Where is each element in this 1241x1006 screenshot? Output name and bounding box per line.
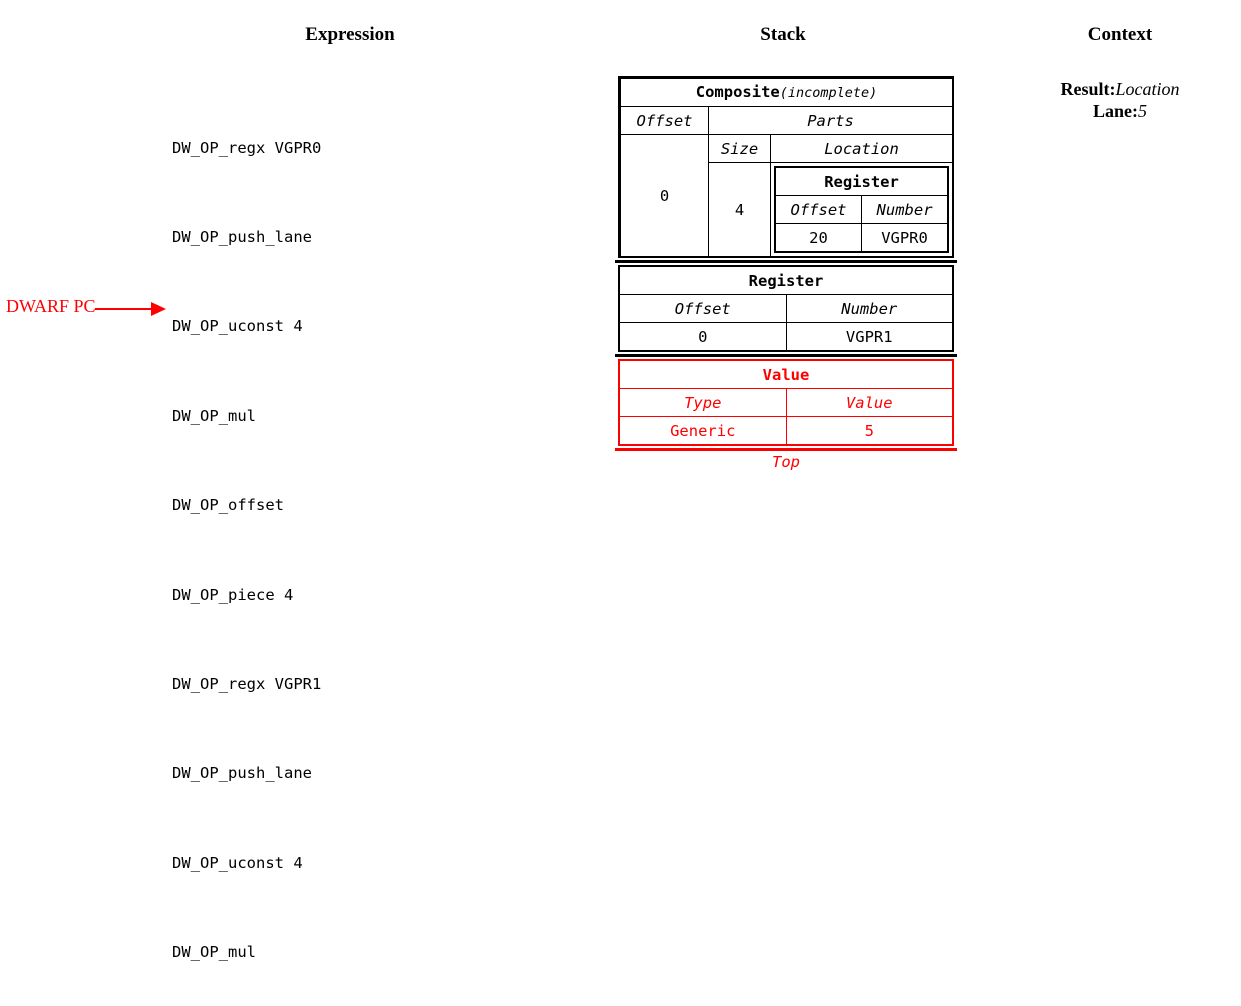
expression-line: DW_OP_piece 4 [172,585,294,604]
context-result-row: Result:Location [1008,78,1232,100]
page-title-context: Context [1087,24,1153,45]
value-type-header: Type [620,388,787,417]
dwarf-pc-pointer: DWARF PC [6,296,174,322]
nested-register-offset-value: 20 [776,223,863,251]
composite-offset-header: Offset [620,106,709,135]
stack-column: Composite(incomplete) Offset Parts 0 Siz… [615,76,957,471]
composite-offset-value: 0 [620,134,709,256]
nested-register-box: Register Offset Number 20 VGPR0 [774,166,950,253]
expression-line: DW_OP_offset [172,496,284,515]
nested-register-number-header: Number [861,195,948,224]
composite-parts-header: Parts [707,106,954,135]
stack-separator [615,354,957,357]
value-value-header: Value [785,388,952,417]
expression-line: DW_OP_mul [172,406,256,425]
arrow-head-icon [151,302,166,316]
expression-list: DW_OP_regx VGPR0 DW_OP_push_lane DW_OP_u… [172,74,321,1006]
composite-part-size: 4 [708,162,771,256]
expression-line: DW_OP_push_lane [172,227,312,246]
composite-title-suffix: (incomplete) [779,85,878,101]
context-lane-key: Lane: [1093,101,1138,121]
context-lane-row: Lane:5 [1008,100,1232,122]
value-type-value: Generic [620,416,787,444]
register-title: Register [620,267,952,295]
composite-location-header: Location [769,134,954,163]
expression-line: DW_OP_push_lane [172,764,312,783]
stack-separator [615,260,957,263]
expression-line: DW_OP_uconst 4 [172,317,303,336]
dwarf-pc-label: DWARF PC [6,296,96,316]
context-result-value: Location [1115,79,1180,99]
stack-entry-register: Register Offset Number 0 VGPR1 [618,265,954,352]
expression-line: DW_OP_regx VGPR0 [172,138,322,157]
expression-line: DW_OP_uconst 4 [172,853,303,872]
context-lane-value: 5 [1138,101,1147,121]
page-title-expression: Expression [305,24,395,45]
composite-size-header: Size [708,134,771,163]
stack-top-separator [615,448,957,451]
expression-line: DW_OP_regx VGPR1 [172,674,322,693]
page-title-stack: Stack [760,24,806,45]
register-number-value: VGPR1 [785,322,952,350]
stack-top-label: Top [772,453,800,471]
arrow-right-icon [95,308,153,310]
stack-entry-value: Value Type Value Generic 5 [618,359,954,446]
composite-title-text: Composite [695,83,780,101]
nested-register-offset-header: Offset [776,195,863,224]
value-title: Value [620,361,952,389]
stack-entry-composite: Composite(incomplete) Offset Parts 0 Siz… [618,76,954,258]
value-value-value: 5 [785,416,952,444]
register-offset-value: 0 [620,322,787,350]
expression-line: DW_OP_mul [172,943,256,962]
context-block: Result:Location Lane:5 [1008,78,1232,122]
nested-register-title: Register [776,168,948,196]
register-offset-header: Offset [620,294,787,323]
composite-part-location: Register Offset Number 20 VGPR0 [769,162,954,256]
nested-register-number-value: VGPR0 [861,223,948,251]
context-result-key: Result: [1060,79,1116,99]
composite-title: Composite(incomplete) [619,78,954,107]
register-number-header: Number [785,294,952,323]
